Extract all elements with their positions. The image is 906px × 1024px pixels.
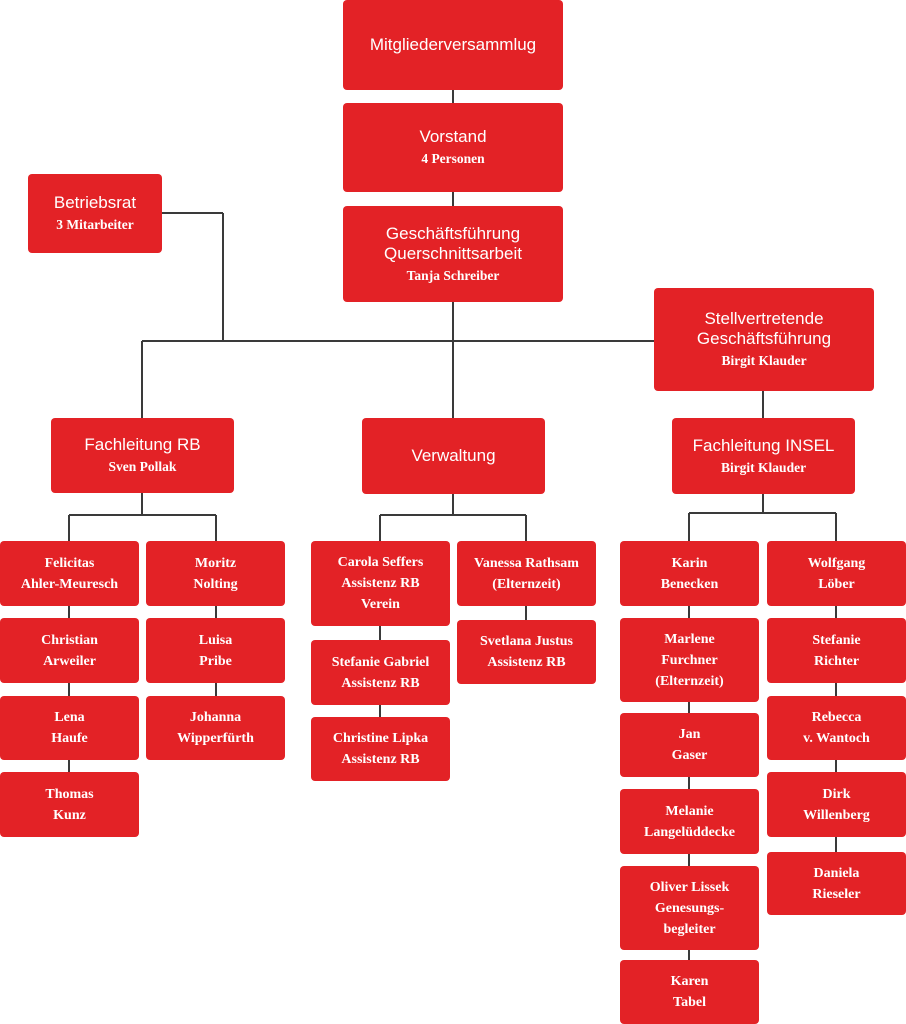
box-subtitle: 4 Personen [421, 151, 485, 166]
person-box: Christine Lipka Assistenz RB [311, 717, 450, 781]
box-fachleitung-insel: Fachleitung INSEL Birgit Klauder [672, 418, 855, 494]
box-title: Fachleitung RB [84, 435, 201, 454]
person-box: Carola Seffers Assistenz RB Verein [311, 541, 450, 626]
person-box: Oliver Lissek Genesungs- begleiter [620, 866, 759, 950]
person-name: Marlene Furchner (Elternzeit) [655, 631, 724, 689]
person-name: Svetlana Justus Assistenz RB [480, 634, 573, 670]
person-box: Rebecca v. Wantoch [767, 696, 906, 760]
person-box: Marlene Furchner (Elternzeit) [620, 618, 759, 702]
box-subtitle: 3 Mitarbeiter [56, 217, 134, 232]
box-subtitle: Birgit Klauder [721, 353, 807, 368]
person-box: Thomas Kunz [0, 772, 139, 837]
person-name: Stefanie Richter [812, 632, 861, 669]
person-box: Stefanie Gabriel Assistenz RB [311, 640, 450, 705]
box-betriebsrat: Betriebsrat 3 Mitarbeiter [28, 174, 162, 253]
person-name: Lena Haufe [51, 710, 88, 746]
person-box: Karen Tabel [620, 960, 759, 1024]
person-box: Melanie Langelüddecke [620, 789, 759, 854]
person-box: Svetlana Justus Assistenz RB [457, 620, 596, 684]
box-title: Fachleitung INSEL [692, 435, 835, 455]
person-name: Karen Tabel [670, 974, 709, 1010]
box-verwaltung: Verwaltung [362, 418, 545, 494]
person-name: Christian Arweiler [41, 632, 98, 669]
box-title: Stellvertretende Geschäftsführung [696, 309, 832, 348]
person-box: Lena Haufe [0, 696, 139, 760]
person-box: Johanna Wipperfürth [146, 696, 285, 760]
person-box: Luisa Pribe [146, 618, 285, 683]
person-name: Karin Benecken [660, 555, 719, 592]
person-name: Stefanie Gabriel Assistenz RB [331, 654, 430, 691]
person-name: Wolfgang Löber [807, 555, 866, 592]
box-fachleitung-rb: Fachleitung RB Sven Pollak [51, 418, 234, 493]
person-box: Dirk Willenberg [767, 772, 906, 837]
person-name: Daniela Rieseler [812, 865, 861, 902]
person-box: Moritz Nolting [146, 541, 285, 606]
person-box: Felicitas Ahler-Meuresch [0, 541, 139, 606]
box-title: Verwaltung [411, 446, 496, 465]
person-box: Karin Benecken [620, 541, 759, 606]
box-subtitle: Birgit Klauder [720, 459, 807, 475]
person-box: Vanessa Rathsam (Elternzeit) [457, 541, 596, 606]
box-geschaeftsfuehrung: Geschäftsführung Querschnittsarbeit Tanj… [343, 206, 563, 302]
person-name: Dirk Willenberg [803, 786, 870, 823]
person-name: Thomas Kunz [45, 786, 94, 823]
box-stellvertretende-gf: Stellvertretende Geschäftsführung Birgit… [654, 288, 874, 391]
box-vorstand: Vorstand 4 Personen [343, 103, 563, 192]
box-title: Betriebsrat [53, 193, 137, 212]
person-box: Stefanie Richter [767, 618, 906, 683]
box-title: Mitgliederversammlug [369, 35, 537, 54]
person-box: Christian Arweiler [0, 618, 139, 683]
person-box: Wolfgang Löber [767, 541, 906, 606]
person-box: Daniela Rieseler [767, 852, 906, 915]
person-name: Johanna Wipperfürth [177, 710, 254, 746]
person-box: Jan Gaser [620, 713, 759, 777]
person-name: Jan Gaser [671, 727, 708, 763]
box-mitgliederversammlung: Mitgliederversammlug [343, 0, 563, 90]
person-name: Carola Seffers Assistenz RB Verein [337, 555, 424, 612]
person-name: Vanessa Rathsam (Elternzeit) [474, 555, 579, 592]
person-name: Rebecca v. Wantoch [803, 710, 870, 746]
person-name: Oliver Lissek Genesungs- begleiter [649, 879, 730, 937]
person-name: Luisa Pribe [198, 632, 233, 669]
person-name: Moritz Nolting [193, 555, 238, 592]
box-subtitle: Tanja Schreiber [406, 267, 500, 283]
person-name: Christine Lipka Assistenz RB [332, 731, 429, 767]
box-subtitle: Sven Pollak [108, 459, 177, 474]
box-title: Vorstand [419, 127, 487, 146]
person-name: Melanie Langelüddecke [643, 803, 735, 840]
box-title: Geschäftsführung Querschnittsarbeit [384, 223, 522, 263]
person-name: Felicitas Ahler-Meuresch [20, 555, 119, 592]
